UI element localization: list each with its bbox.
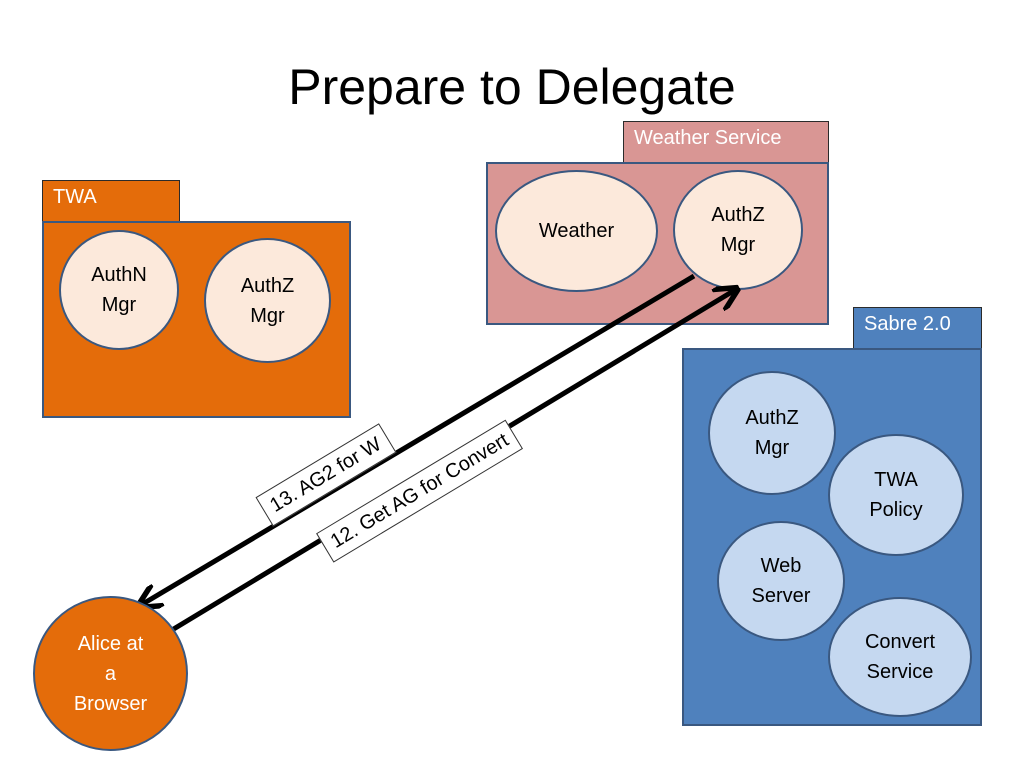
- twa-authn-mgr-node: AuthN Mgr: [59, 230, 179, 350]
- twa-policy-node: TWA Policy: [828, 434, 964, 556]
- convert-service-node: Convert Service: [828, 597, 972, 717]
- alice-browser-node: Alice at a Browser: [33, 596, 188, 751]
- weather-authz-mgr-node: AuthZ Mgr: [673, 170, 803, 290]
- web-server-node: Web Server: [717, 521, 845, 641]
- weather-node: Weather: [495, 170, 658, 292]
- twa-tab: TWA: [42, 180, 180, 222]
- twa-authz-mgr-node: AuthZ Mgr: [204, 238, 331, 363]
- slide-title: Prepare to Delegate: [288, 59, 736, 115]
- arrow-13-line: [141, 273, 696, 605]
- sabre-tab: Sabre 2.0: [853, 307, 982, 349]
- sabre-authz-mgr-node: AuthZ Mgr: [708, 371, 836, 495]
- weather-service-tab: Weather Service: [623, 121, 829, 163]
